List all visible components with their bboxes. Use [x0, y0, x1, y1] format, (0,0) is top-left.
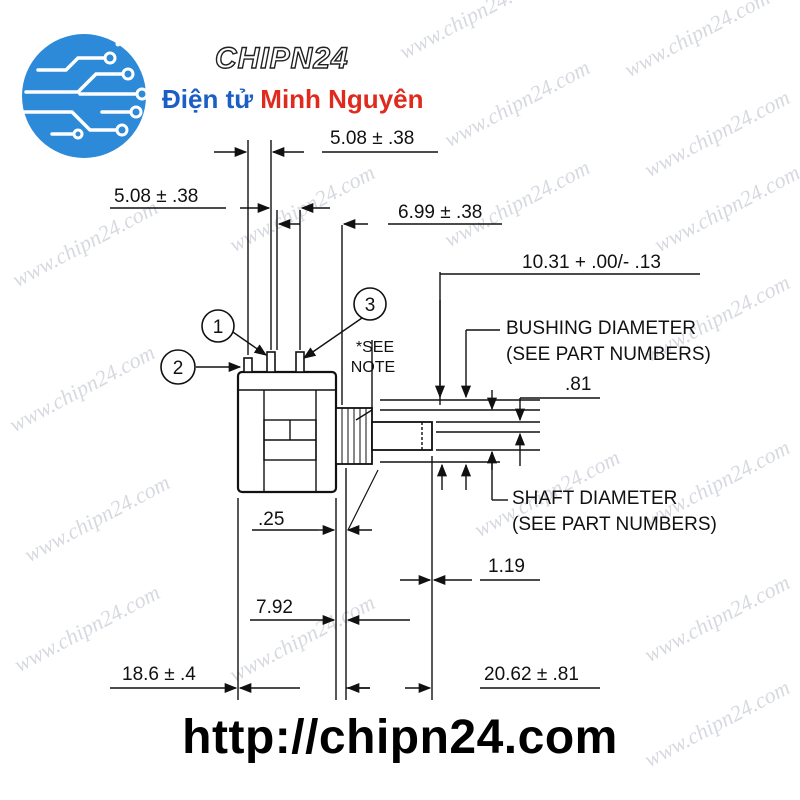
dim-shaft-length: 20.62 ± .81 — [484, 664, 579, 685]
note-line-1: *SEE — [356, 339, 394, 356]
dim-119: 1.19 — [488, 556, 525, 577]
brand-title: CHIPN24 — [214, 41, 349, 75]
dim-bushing-length: 10.31 + .00/- .13 — [522, 252, 661, 273]
tagline-blue: Điện tử — [162, 84, 261, 114]
pin-1-label: 1 — [213, 317, 224, 338]
note-line-2: NOTE — [351, 359, 395, 376]
label-bushing-1: BUSHING DIAMETER — [506, 318, 696, 339]
dim-body-length: 18.6 ± .4 — [122, 664, 196, 685]
dim-pin-to-face: 6.99 ± .38 — [398, 202, 482, 223]
tagline-red: Minh Nguyên — [260, 84, 424, 114]
pin-2-label: 2 — [173, 358, 184, 379]
pin-3-label: 3 — [365, 295, 376, 316]
label-shaft-2: (SEE PART NUMBERS) — [512, 514, 717, 535]
dim-top-pin-spacing: 5.08 ± .38 — [330, 128, 414, 149]
label-bushing-2: (SEE PART NUMBERS) — [506, 344, 711, 365]
dim-shaft-small: .81 — [565, 374, 591, 395]
circuit-logo-icon — [22, 34, 151, 158]
brand-tagline: Điện tử Minh Nguyên — [162, 84, 424, 115]
footer-url: http://chipn24.com — [182, 711, 618, 764]
dim-792: 7.92 — [256, 597, 293, 618]
dim-left-pin-spacing: 5.08 ± .38 — [114, 186, 198, 207]
label-shaft-1: SHAFT DIAMETER — [512, 488, 677, 509]
dim-025: .25 — [258, 509, 284, 530]
